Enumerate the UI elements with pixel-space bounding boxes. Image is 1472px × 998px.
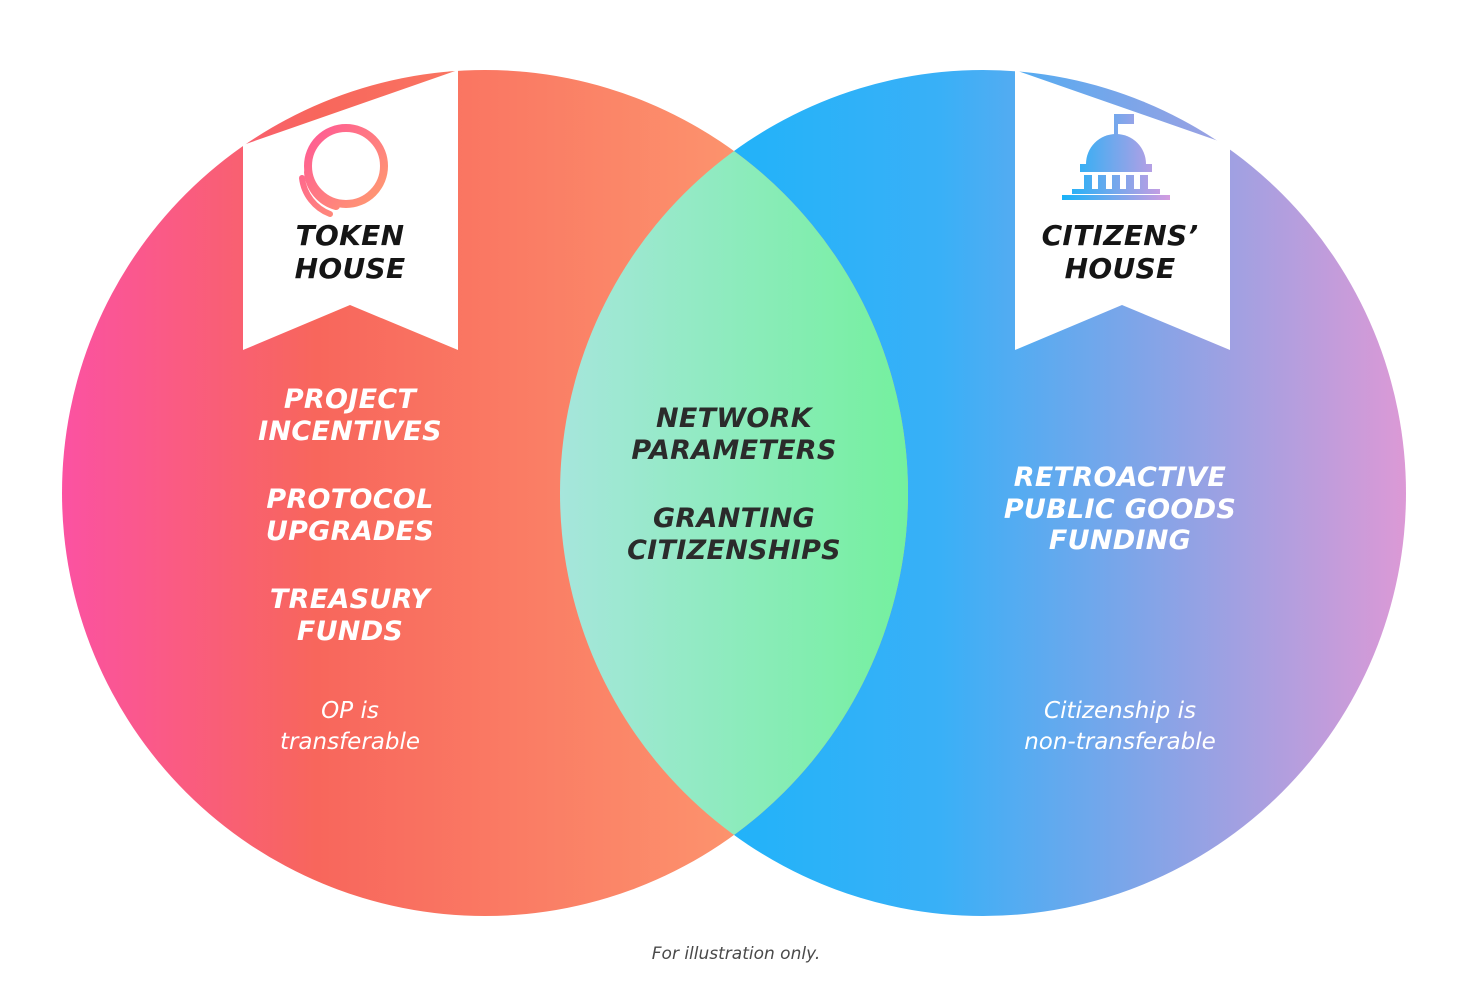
illustration-footnote: For illustration only. [651, 944, 821, 964]
overlap-item-network-parameters: NETWORK PARAMETERS [631, 403, 837, 466]
token-item-treasury-funds: TREASURY FUNDS [269, 584, 431, 647]
citizens-house-title: CITIZENS’ HOUSE [1041, 219, 1199, 285]
overlap-item-granting-citizenships: GRANTING CITIZENSHIPS [627, 503, 841, 566]
citizens-item-retroactive-public-goods-funding: RETROACTIVE PUBLIC GOODS FUNDING [1003, 462, 1237, 557]
citizens-house-banner [1015, 70, 1230, 350]
token-house-note: OP is transferable [279, 698, 421, 756]
optimism-rings-icon [299, 124, 388, 217]
token-house-title: TOKEN HOUSE [294, 219, 406, 285]
token-item-protocol-upgrades: PROTOCOL UPGRADES [265, 484, 435, 547]
token-item-project-incentives: PROJECT INCENTIVES [258, 384, 442, 447]
citizens-house-note: Citizenship is non-transferable [1024, 698, 1216, 756]
token-house-banner [243, 70, 458, 350]
capitol-building-icon [1062, 114, 1170, 200]
overlap-region [560, 70, 908, 916]
